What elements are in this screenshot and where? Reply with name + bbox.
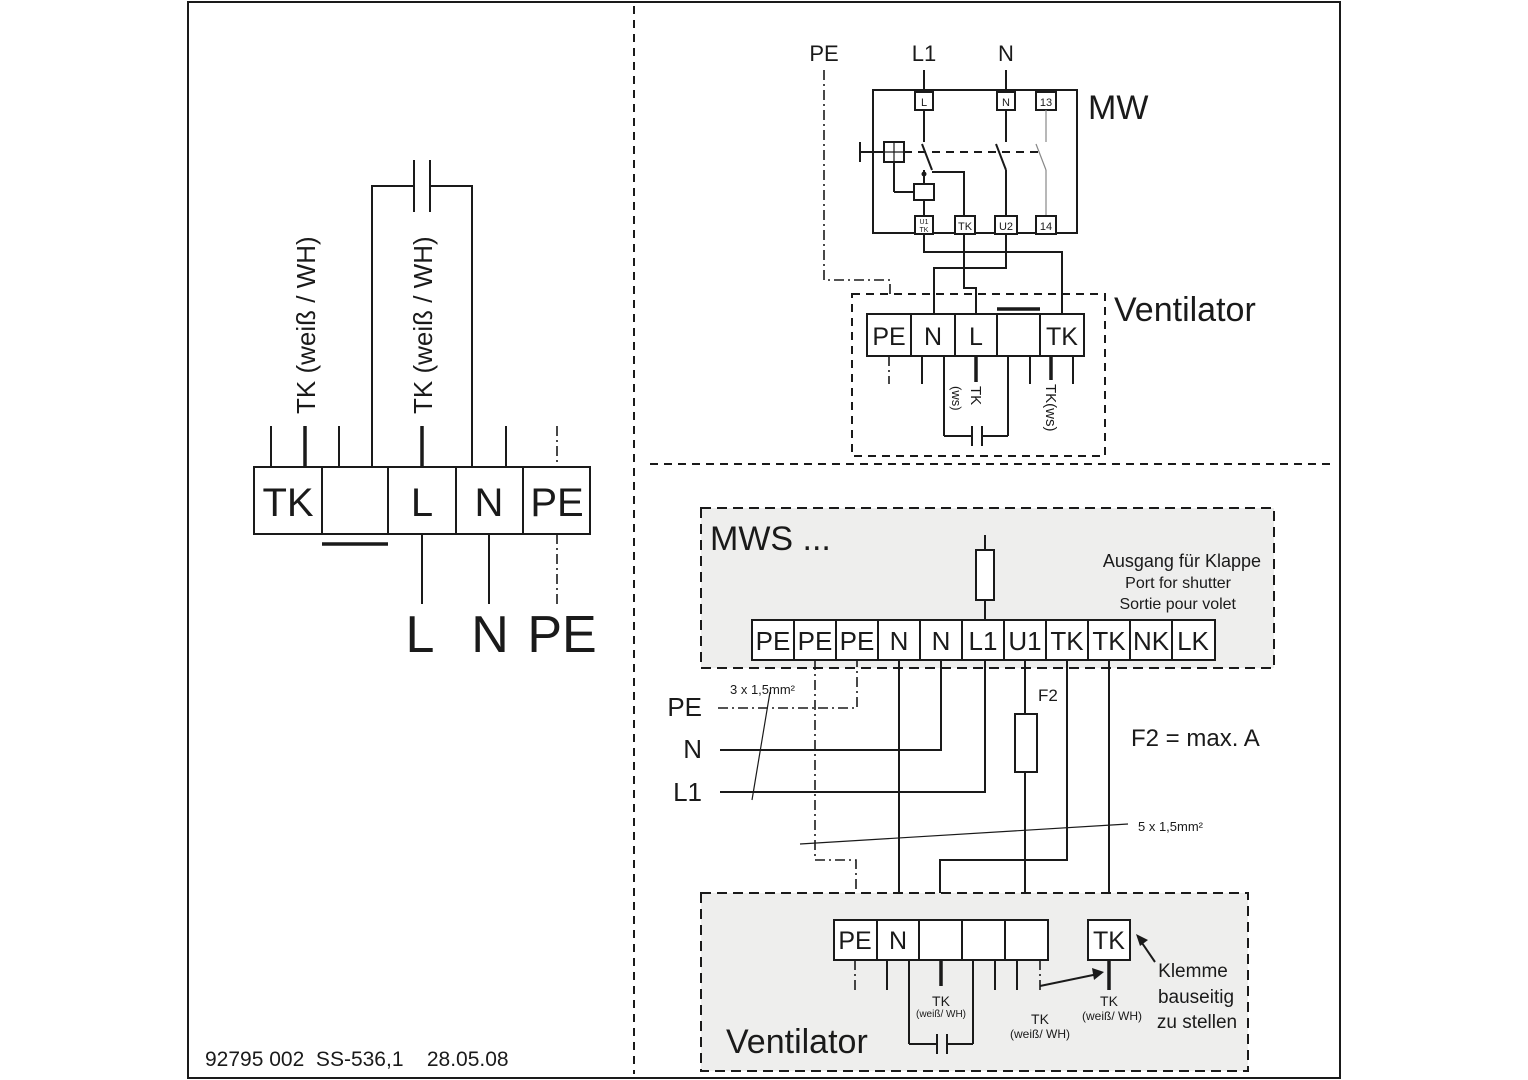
left-supply-l: L	[406, 606, 435, 664]
left-term-n: N	[475, 481, 504, 525]
svg-text:N: N	[889, 927, 907, 955]
mws-klemme-3: zu stellen	[1157, 1012, 1237, 1033]
mws-port-label-fr: Sortie pour volet	[1119, 596, 1236, 613]
mw-wire-u1	[923, 234, 1063, 314]
left-supply-n: N	[471, 606, 509, 664]
svg-text:TK: TK	[1093, 927, 1125, 955]
svg-text:TK: TK	[1100, 993, 1119, 1009]
svg-text:TK: TK	[1050, 626, 1084, 656]
svg-text:TK: TK	[1046, 323, 1078, 351]
mws-diagram: MWS ... Ausgang für Klappe Port for shut…	[667, 507, 1275, 1072]
mw-wire-u2	[933, 234, 1007, 314]
mws-fuse-label: F2	[1038, 686, 1058, 705]
mws-supply-l1: L1	[673, 777, 702, 807]
svg-text:PE: PE	[872, 323, 905, 351]
mws-n-supply-wire	[720, 660, 942, 751]
mw-title: MW	[1088, 89, 1148, 127]
svg-text:NK: NK	[1133, 626, 1170, 656]
svg-text:TK: TK	[958, 221, 973, 233]
svg-text:U1: U1	[1008, 626, 1041, 656]
mws-terminal-strip: PE PE PE N N L1 U1 TK TK NK LK	[751, 619, 1216, 661]
mw-pe-wire	[823, 70, 891, 296]
mws-cable-2: 5 x 1,5mm²	[1138, 819, 1204, 834]
svg-text:N: N	[924, 323, 942, 351]
footer-reference: 92795 002 SS-536,1 28.05.08	[205, 1048, 509, 1071]
svg-text:N: N	[932, 626, 951, 656]
page-frame	[187, 1, 1341, 1079]
mws-supply-pe: PE	[667, 692, 702, 722]
mws-l1-supply-wire	[720, 660, 986, 793]
svg-text:PE: PE	[840, 626, 875, 656]
mw-coil	[913, 183, 935, 201]
mws-pe-supply-wire	[718, 660, 858, 709]
mw-supply-l1: L1	[912, 41, 936, 66]
mw-tk-ws-1: TK	[967, 386, 984, 405]
svg-text:PE: PE	[798, 626, 833, 656]
left-term-l: L	[411, 481, 433, 525]
svg-text:L: L	[921, 97, 927, 109]
mws-pe-vent-wire	[814, 660, 857, 920]
left-capacitor-wire	[371, 185, 414, 467]
mws-internal-fuse	[975, 549, 995, 601]
left-diagram: TK L N PE TK (weiß / WH) TK (weiß / WH) …	[253, 160, 597, 664]
svg-text:N: N	[1002, 97, 1010, 109]
svg-text:(weiß/ WH): (weiß/ WH)	[1082, 1009, 1142, 1023]
left-terminal-block	[253, 466, 591, 535]
left-tk-label-2: TK (weiß / WH)	[408, 236, 438, 414]
mw-wire-tk	[963, 234, 977, 314]
mws-fuse-note: F2 = max. A	[1131, 725, 1260, 752]
left-term-pe: PE	[530, 481, 583, 525]
mws-klemme-2: bauseitig	[1158, 987, 1234, 1008]
left-term-tk: TK	[262, 481, 313, 525]
mw-ventilator-terminals	[866, 313, 1085, 357]
svg-text:PE: PE	[838, 927, 871, 955]
svg-text:(ws): (ws)	[949, 386, 964, 411]
svg-text:N: N	[890, 626, 909, 656]
mw-ventilator-title: Ventilator	[1114, 291, 1256, 329]
left-tk-label-1: TK (weiß / WH)	[291, 236, 321, 414]
svg-text:LK: LK	[1177, 626, 1209, 656]
mws-supply-n: N	[683, 734, 702, 764]
svg-text:13: 13	[1040, 97, 1052, 109]
svg-text:(weiß/ WH): (weiß/ WH)	[916, 1009, 966, 1020]
svg-text:TK: TK	[920, 227, 929, 234]
mw-term-14	[1035, 215, 1057, 235]
mws-title: MWS ...	[710, 520, 831, 558]
mws-port-label-en: Port for shutter	[1125, 575, 1231, 592]
mws-tk-vent-wire	[939, 660, 1068, 920]
mw-tk-ws-2: TK(ws)	[1042, 384, 1059, 432]
left-supply-pe: PE	[527, 606, 596, 664]
mws-ventilator-title: Ventilator	[726, 1023, 868, 1061]
svg-text:(weiß/ WH): (weiß/ WH)	[1010, 1027, 1070, 1041]
mws-cable-1: 3 x 1,5mm²	[730, 682, 796, 697]
svg-text:U1: U1	[920, 219, 929, 226]
svg-text:U2: U2	[999, 221, 1013, 233]
svg-text:L1: L1	[969, 626, 998, 656]
mw-supply-pe: PE	[809, 41, 838, 66]
mw-supply-n: N	[998, 41, 1014, 66]
mws-klemme-1: Klemme	[1158, 961, 1228, 982]
svg-text:TK: TK	[1031, 1011, 1050, 1027]
mw-ventilator-enclosure	[851, 293, 1106, 457]
svg-text:PE: PE	[756, 626, 791, 656]
svg-text:TK: TK	[932, 993, 951, 1009]
svg-text:14: 14	[1040, 221, 1052, 233]
svg-text:TK: TK	[1092, 626, 1126, 656]
mw-diagram: PE L1 N MW L N 13	[809, 41, 1256, 457]
mws-ventilator-terminals: PE N TK	[833, 919, 1131, 961]
mws-jumper-arrow	[1039, 973, 1099, 987]
mws-port-label-de: Ausgang für Klappe	[1103, 551, 1261, 571]
svg-text:L: L	[969, 323, 983, 351]
mws-fuse-f2	[1014, 713, 1038, 773]
